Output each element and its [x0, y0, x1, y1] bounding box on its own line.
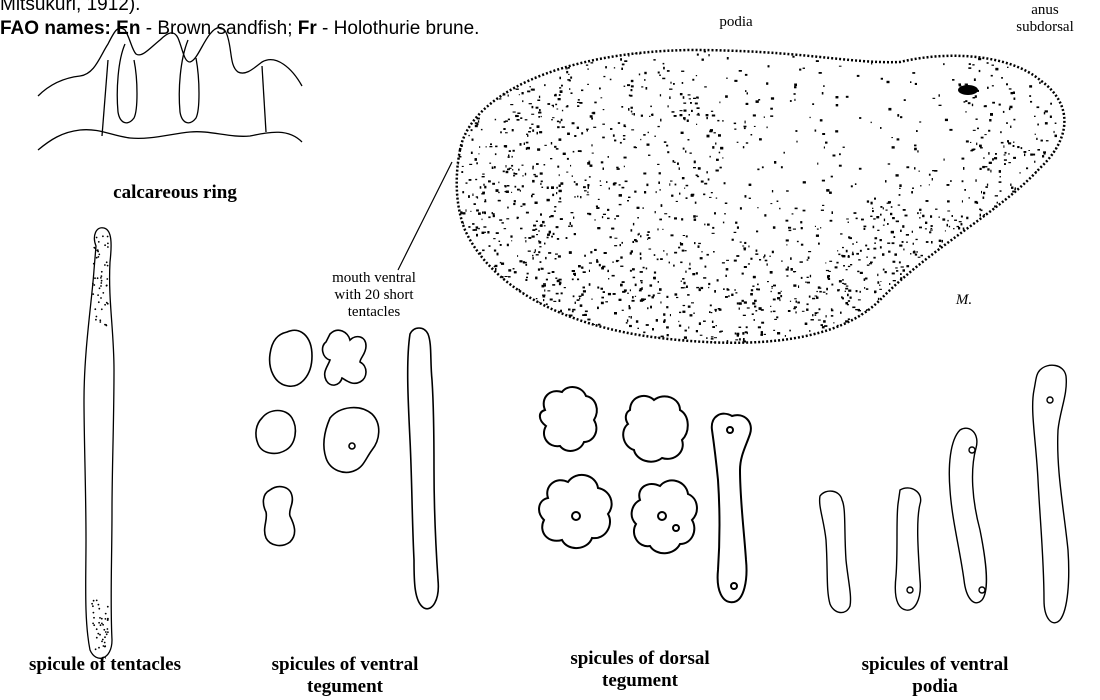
fr-code: Fr: [298, 18, 317, 39]
fr-name: - Holothurie brune.: [317, 18, 480, 39]
caption-calcareous-ring: calcareous ring: [70, 182, 280, 204]
fao-names-label: FAO names:: [0, 18, 111, 39]
caption-ventral-podia-line2: podia: [820, 676, 1050, 698]
caption-spicules-ventral-podia: spicules of ventral podia: [820, 654, 1050, 698]
citation-line: Mitsukuri, 1912).: [0, 0, 140, 16]
caption-dorsal-tegument-line1: spicules of dorsal: [520, 648, 760, 670]
caption-dorsal-tegument-line2: tegument: [520, 670, 760, 692]
ventral-tegument-spicules-drawing: [256, 328, 438, 609]
en-name: - Brown sandfish;: [140, 18, 297, 39]
sea-cucumber-body-drawing: [450, 45, 1082, 357]
mouth-label-line3: tentacles: [304, 304, 444, 321]
dorsal-tegument-spicules-drawing: [539, 387, 751, 602]
anus-label: anus subdorsal: [1000, 2, 1090, 36]
podia-label: podia: [706, 14, 766, 31]
en-code: En: [116, 18, 140, 39]
mouth-label-line1: mouth ventral: [304, 270, 444, 287]
anus-label-line2: subdorsal: [1000, 19, 1090, 36]
anus-label-line1: anus: [1000, 2, 1090, 19]
tentacle-spicule-tubercles: [91, 235, 109, 650]
ventral-podia-spicules-drawing: [820, 365, 1069, 623]
caption-ventral-tegument-line1: spicules of ventral: [230, 654, 460, 676]
mouth-label-line2: with 20 short: [304, 287, 444, 304]
caption-spicules-dorsal-tegument: spicules of dorsal tegument: [520, 648, 760, 692]
caption-spicule-of-tentacles: spicule of tentacles: [0, 654, 210, 676]
anus-opening: [958, 85, 978, 95]
mouth-label: mouth ventral with 20 short tentacles: [304, 270, 444, 321]
fao-names-line: FAO names: En - Brown sandfish; Fr - Hol…: [0, 18, 479, 40]
caption-ventral-tegument-line2: tegument: [230, 676, 460, 698]
calcareous-ring-drawing: [38, 28, 302, 150]
tentacle-spicule-drawing: [84, 228, 114, 659]
artist-signature: M.: [944, 292, 984, 309]
caption-spicules-ventral-tegument: spicules of ventral tegument: [230, 654, 460, 698]
caption-ventral-podia-line1: spicules of ventral: [820, 654, 1050, 676]
mouth-leader-line: [398, 162, 452, 270]
